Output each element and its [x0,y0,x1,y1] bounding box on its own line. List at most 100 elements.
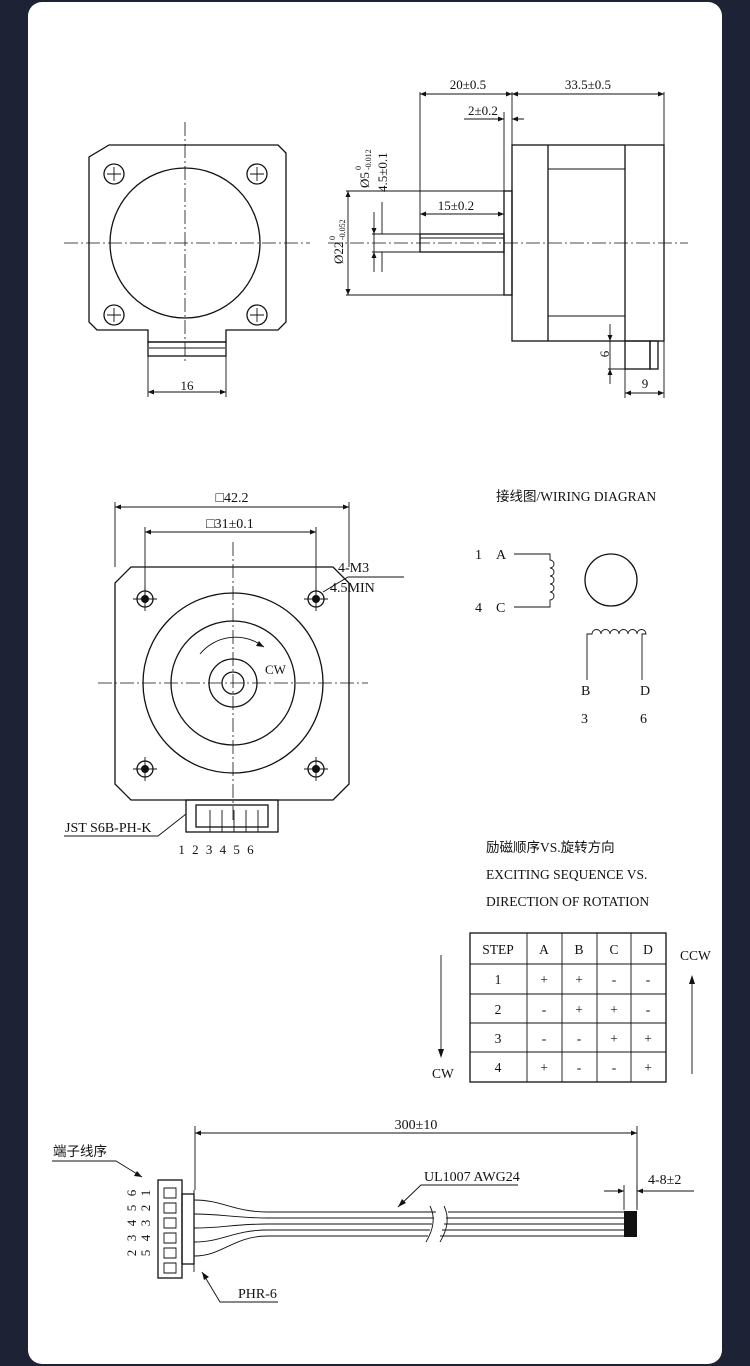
svg-text:-: - [646,1002,651,1017]
svg-text:4.5±0.1: 4.5±0.1 [375,152,390,192]
front-view: 16 [64,122,310,397]
svg-text:+: + [540,1060,548,1075]
housing-type-label: PHR-6 [238,1287,277,1302]
svg-text:-: - [542,1002,547,1017]
header-a: A [539,942,549,957]
conn-height-dim: 6 [597,350,612,357]
sequence-table: STEP A B C D 1 + + - - 2 - + + - 3 - [469,932,667,1083]
svg-text:+: + [540,972,548,987]
frame-size-dim: □42.2 [216,491,249,506]
svg-text:2: 2 [124,1250,139,1257]
svg-text:0: 0 [354,166,363,170]
table-row: 4 + - - + [495,1060,652,1075]
coil-ac [514,553,555,608]
front-frame-outline [88,144,287,343]
svg-text:+: + [610,1002,618,1017]
svg-text:3: 3 [138,1220,153,1227]
stepper-motor-drawing: 16 20±0.5 33.5±0.5 2±0.2 15±0.2 Ø22 0 -0… [52,77,711,1303]
svg-text:4: 4 [495,1060,502,1075]
sequence-title-en-2: DIRECTION OF ROTATION [486,894,649,909]
svg-text:+: + [610,1031,618,1046]
conn-depth-dim: 9 [642,376,649,391]
side-connector [624,340,651,370]
wire-spec-label: UL1007 AWG24 [424,1170,520,1185]
svg-text:+: + [644,1031,652,1046]
face-view: CW 1 2 3 4 5 6 JST S6B-PH-K □42.2 □31±0.… [64,491,404,857]
side-view: 20±0.5 33.5±0.5 2±0.2 15±0.2 Ø22 0 -0.05… [328,77,688,398]
screw-thread-label: 4-M3 [338,561,369,576]
face-connector [185,799,279,833]
wiring-diagram: 接线图/WIRING DIAGRAN 1 A 4 C B 3 D 6 [475,488,656,727]
svg-text:3: 3 [495,1031,502,1046]
header-b: B [574,942,583,957]
svg-text:4: 4 [124,1219,139,1226]
table-row: 3 - - + + [495,1031,652,1046]
front-screw-holes [103,163,268,326]
wire-c-label: C [496,601,505,616]
svg-text:-0.052: -0.052 [338,219,347,240]
wire-c-number: 4 [475,601,482,616]
face-mount-holes [133,587,328,781]
svg-text:1: 1 [495,972,502,987]
svg-text:6: 6 [124,1189,139,1196]
svg-text:-: - [577,1031,582,1046]
wiring-title: 接线图/WIRING DIAGRAN [496,488,656,504]
svg-text:Ø5: Ø5 [357,172,372,188]
svg-text:5: 5 [138,1250,153,1257]
svg-text:-: - [646,972,651,987]
wire-a-number: 1 [475,548,482,563]
cable-assembly: 端子线序 1 2 3 4 5 6 5 4 3 2 [52,1118,694,1303]
svg-text:4: 4 [138,1234,153,1241]
flat-depth-dim: 4.5±0.1 [375,152,390,192]
boss-diameter-dim: Ø22 0 -0.052 [328,219,347,264]
header-step: STEP [482,942,514,957]
connector-type-label: JST S6B-PH-K [65,821,152,836]
wire-d-label: D [640,684,650,699]
svg-text:0: 0 [328,236,337,240]
wire-b-label: B [581,684,590,699]
svg-text:+: + [575,972,583,987]
body-length-dim: 33.5±0.5 [565,77,611,92]
svg-text:-0.012: -0.012 [364,149,373,170]
flange-dim: 2±0.2 [468,103,498,118]
svg-text:3: 3 [124,1235,139,1242]
svg-text:-: - [542,1031,547,1046]
strip-length-dim: 4-8±2 [648,1173,681,1188]
svg-text:Ø22: Ø22 [331,242,346,264]
cable-wires [193,1199,637,1257]
header-d: D [643,942,653,957]
svg-text:-: - [612,972,617,987]
wire-d-number: 6 [640,712,647,727]
shaft-diameter-dim: Ø5 0 -0.012 [354,149,373,188]
rotation-label: CW [265,662,287,677]
svg-text:+: + [644,1060,652,1075]
shaft-total-dim: 20±0.5 [450,77,486,92]
screw-depth-label: 4.5MIN [330,581,375,596]
front-connector-housing [147,341,227,357]
connector-pin-numbers: 1 2 3 4 5 6 [178,842,255,857]
table-row: 1 + + - - [495,972,651,987]
svg-text:-: - [577,1060,582,1075]
table-row: 2 - + + - [495,1002,651,1017]
svg-text:2: 2 [138,1205,153,1212]
coil-bd [586,629,647,680]
face-frame-outline [114,566,350,801]
svg-text:-: - [612,1060,617,1075]
terminal-order-label: 端子线序 [53,1144,107,1159]
cable-length-dim: 300±10 [395,1118,438,1133]
svg-text:2: 2 [495,1002,502,1017]
housing-pin-labels: 1 2 3 4 5 6 5 4 3 2 [124,1189,153,1256]
rotor-circle [584,553,638,607]
sequence-title-en-1: EXCITING SEQUENCE VS. [486,867,647,882]
flat-length-dim: 15±0.2 [438,198,474,213]
wire-b-number: 3 [581,712,588,727]
hole-spacing-dim: □31±0.1 [206,517,254,532]
header-c: C [609,942,618,957]
exciting-sequence: 励磁顺序VS.旋转方向 EXCITING SEQUENCE VS. DIRECT… [432,840,711,1083]
svg-text:5: 5 [124,1205,139,1212]
svg-text:+: + [575,1002,583,1017]
cw-label: CW [432,1066,454,1081]
ccw-label: CCW [680,948,711,963]
wire-a-label: A [496,548,507,563]
front-width-dim: 16 [181,378,195,393]
